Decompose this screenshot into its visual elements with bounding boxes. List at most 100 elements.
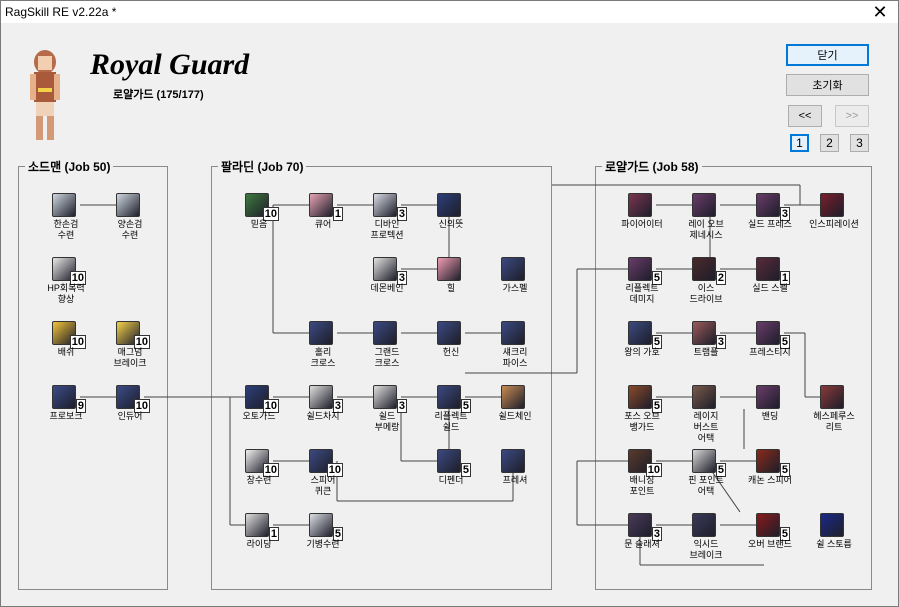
close-icon[interactable]: ✕ <box>872 2 888 22</box>
skill-genesis[interactable]: 레이 오브 제네시스 <box>688 193 724 240</box>
skill-level: 5 <box>779 463 790 477</box>
skill-name: 이스 드라이브 <box>689 283 723 304</box>
earth-drive-icon <box>692 257 716 281</box>
shield-chain-icon <box>501 385 525 409</box>
skill-level: 10 <box>262 207 279 221</box>
cannon-spear-icon <box>756 449 780 473</box>
skill-name: 매그넘 브레이크 <box>113 347 147 368</box>
skill-name: 섀크리 파이스 <box>502 347 528 368</box>
skill-level: 5 <box>651 399 662 413</box>
skill-level: 3 <box>396 399 407 413</box>
grand-cross-icon <box>373 321 397 345</box>
skill-name: 캐논 스피어 <box>748 475 792 485</box>
reflect-damage-icon <box>628 257 652 281</box>
royalguard-group: 로얄가드 (Job 58) <box>595 158 872 590</box>
skill-grand-cross[interactable]: 그랜드 크로스 <box>373 321 401 368</box>
skill-level: 10 <box>262 463 279 477</box>
skill-holy-cross[interactable]: 홀리 크로스 <box>309 321 337 368</box>
skill-shield-chain[interactable]: 쉴드체인 <box>498 385 532 421</box>
class-points: 로얄가드 (175/177) <box>113 89 204 101</box>
reset-button[interactable]: 초기화 <box>786 74 869 96</box>
prev-button[interactable]: << <box>788 105 822 127</box>
page-2-button[interactable]: 2 <box>820 134 839 152</box>
skill-name: 밴딩 <box>761 411 779 421</box>
skill-level: 1 <box>268 527 279 541</box>
skill-level: 3 <box>396 207 407 221</box>
skill-two-hand-sword[interactable]: 양손검 수련 <box>116 193 144 240</box>
skill-level: 1 <box>332 207 343 221</box>
skill-level: 5 <box>779 527 790 541</box>
banding-icon <box>756 385 780 409</box>
skill-level: 9 <box>75 399 86 413</box>
skill-level: 3 <box>651 527 662 541</box>
skill-rage-burst[interactable]: 레이지 버스트 어택 <box>692 385 720 443</box>
skill-name: 실드 프레스 <box>748 219 792 229</box>
skill-gods-will[interactable]: 신의뜻 <box>437 193 465 229</box>
skill-inspiration[interactable]: 인스피레이션 <box>809 193 859 229</box>
skill-name: 쉴드 부메랑 <box>374 411 400 432</box>
skill-name: 디펜더 <box>438 475 464 485</box>
skill-sacrifice[interactable]: 섀크리 파이스 <box>501 321 529 368</box>
skill-heal[interactable]: 힐 <box>437 257 465 293</box>
skill-level: 10 <box>69 271 86 285</box>
skill-gospel[interactable]: 가스펠 <box>501 257 529 293</box>
skill-name: 쉴 스토름 <box>816 539 852 549</box>
page-3-button[interactable]: 3 <box>850 134 869 152</box>
skill-name: 믿음 <box>250 219 268 229</box>
skill-shield-storm[interactable]: 쉴 스토름 <box>816 513 852 549</box>
shield-storm-icon <box>820 513 844 537</box>
skill-name: 한손검 수련 <box>53 219 79 240</box>
skill-name: 가스펠 <box>502 283 528 293</box>
next-button[interactable]: >> <box>835 105 869 127</box>
skill-pinpoint[interactable]: 파이어이터 <box>621 193 663 229</box>
skill-name: 레이지 버스트 어택 <box>693 411 719 443</box>
skill-name: 왕의 가호 <box>624 347 660 357</box>
page-1-button[interactable]: 1 <box>790 134 809 152</box>
reflect-shield-icon <box>437 385 461 409</box>
skill-pressure[interactable]: 프레셔 <box>501 449 529 485</box>
skill-name: 신의뜻 <box>438 219 464 229</box>
skill-name: 문 슬래셔 <box>624 539 660 549</box>
skill-level: 3 <box>396 271 407 285</box>
skill-banding[interactable]: 밴딩 <box>756 385 784 421</box>
auto-guard-icon <box>245 385 269 409</box>
skill-level: 5 <box>651 271 662 285</box>
skill-hesperuslit[interactable]: 헤스페루스 리트 <box>813 385 855 432</box>
trample-icon <box>692 321 716 345</box>
skill-devotion[interactable]: 헌신 <box>437 321 465 357</box>
close-button[interactable]: 닫기 <box>786 44 869 66</box>
skill-sword[interactable]: 한손검 수련 <box>52 193 80 240</box>
skill-exceed-break[interactable]: 익시드 브레이크 <box>689 513 723 560</box>
